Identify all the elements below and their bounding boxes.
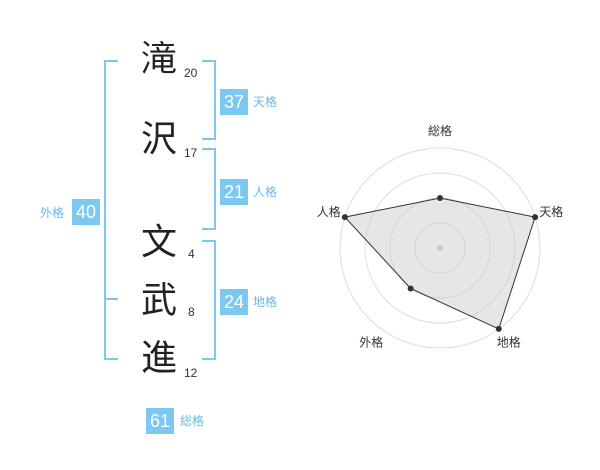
name-char-3: 文: [141, 222, 178, 263]
gaikaku-divider-tick: [104, 298, 118, 300]
radar-grid: [339, 147, 541, 349]
radar-data-area: [343, 197, 536, 330]
stroke-count-1: 20: [184, 66, 198, 80]
name-char-5: 進: [141, 338, 178, 379]
chikaku-label: 地格: [253, 295, 278, 309]
soukaku-value: 61: [146, 408, 174, 434]
gaikaku-bracket: [104, 60, 118, 360]
radar-point-2: [532, 214, 539, 221]
radar-axis-label-3: 地格: [497, 335, 521, 350]
stroke-count-2: 17: [184, 146, 198, 160]
radar-center-dot: [437, 245, 443, 251]
jinkaku-bracket: [202, 148, 216, 230]
tenkaku-label: 天格: [253, 95, 278, 109]
tenkaku-bracket: [202, 60, 216, 140]
name-char-4: 武: [141, 280, 178, 321]
name-char-2: 沢: [141, 119, 178, 160]
radar-point-5: [341, 214, 348, 221]
name-char-1: 滝: [141, 39, 178, 80]
chikaku-bracket: [202, 240, 216, 360]
tenkaku-value: 37: [220, 89, 248, 115]
radar-data-points: [341, 195, 539, 332]
radar-point-3: [495, 325, 502, 332]
radar-axis-label-2: 天格: [539, 204, 563, 219]
chikaku-value: 24: [220, 289, 248, 315]
soukaku-label: 総格: [180, 414, 205, 428]
radar-axis-label-4: 外格: [359, 335, 383, 350]
radar-point-1: [437, 195, 443, 201]
stroke-count-4: 8: [188, 305, 195, 319]
jinkaku-label: 人格: [253, 185, 278, 199]
radar-axis-label-1: 総格: [428, 123, 452, 138]
radar-point-4: [407, 285, 414, 292]
gaikaku-label: 外格: [40, 206, 65, 220]
stroke-count-3: 4: [188, 247, 195, 261]
gaikaku-value: 40: [72, 199, 100, 225]
stroke-count-5: 12: [184, 366, 198, 380]
jinkaku-value: 21: [220, 179, 248, 205]
radar-axis-label-5: 人格: [317, 204, 341, 219]
